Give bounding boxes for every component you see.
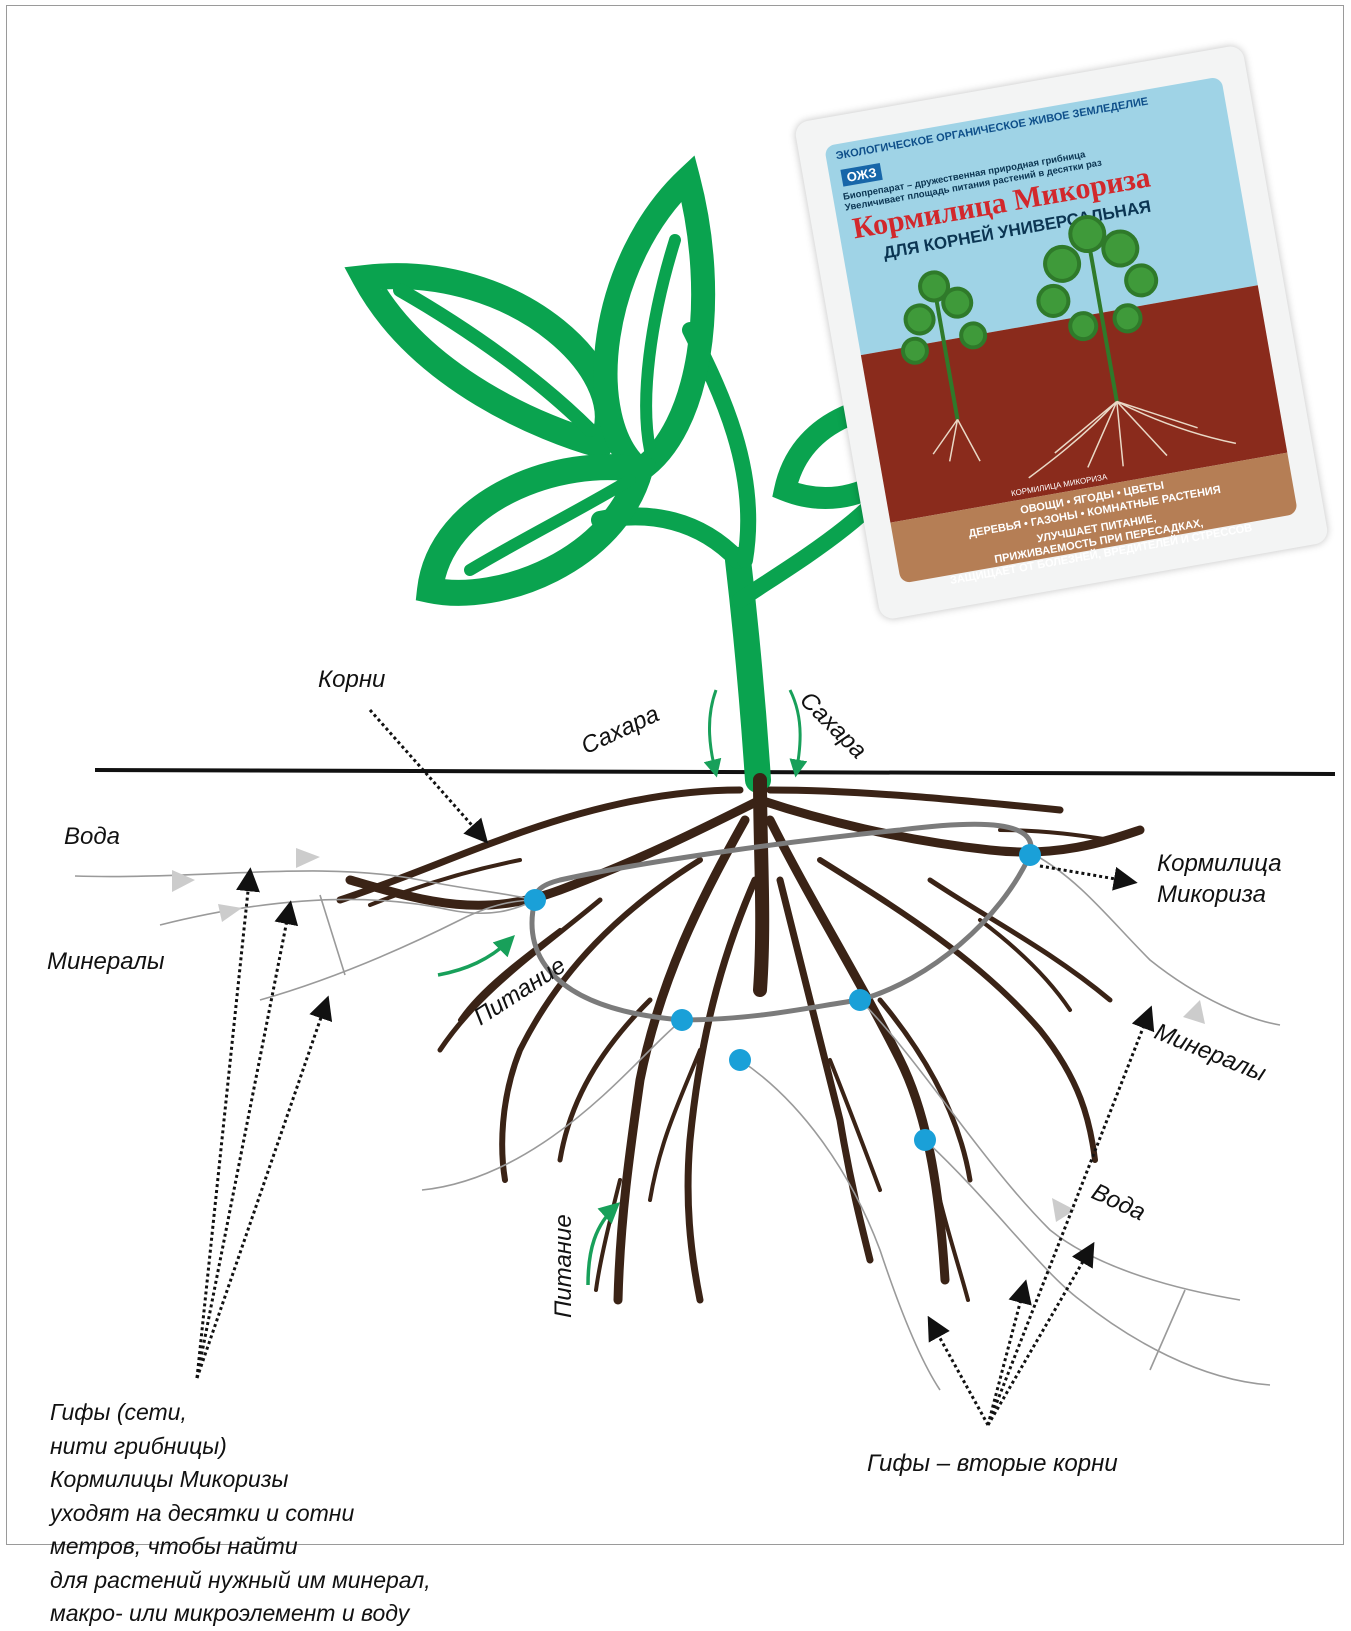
label-minerals-left: Минералы — [47, 950, 165, 974]
label-water-left: Вода — [64, 825, 120, 849]
label-nutrition-low: Питание — [552, 1214, 576, 1318]
product-package: ЭКОЛОГИЧЕСКОЕ ОРГАНИЧЕСКОЕ ЖИВОЕ ЗЕМЛЕДЕ… — [794, 44, 1330, 620]
label-roots: Корни — [318, 668, 385, 692]
mycorrhiza-loop — [532, 824, 1031, 1020]
label-hyphae-second-roots: Гифы – вторые корни — [867, 1452, 1118, 1476]
pointer-arrows — [197, 710, 1150, 1425]
label-product-line2: Микориза — [1157, 883, 1266, 907]
hyphae-description: Гифы (сети, нити грибницы) Кормилицы Мик… — [50, 1396, 431, 1631]
hyphae-network — [75, 855, 1280, 1390]
label-product-line1: Кормилица — [1157, 852, 1282, 876]
